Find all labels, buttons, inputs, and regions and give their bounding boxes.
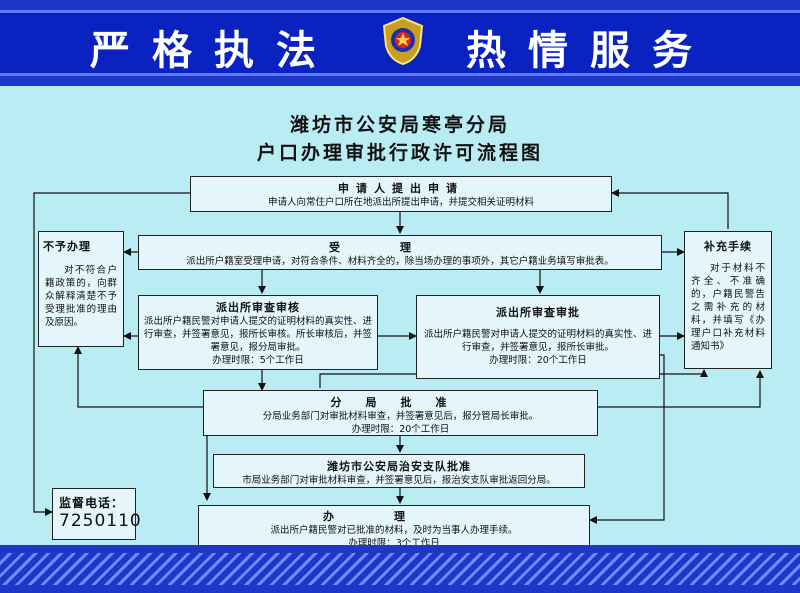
node-review-text: 派出所户籍民警对申请人提交的证明材料的真实性、进行审查，并签署意见，报所长审核。… xyxy=(143,316,372,353)
node-supplement-text: 对于材料不齐全、不准确的，户籍民警告之需补充的材料，并填写《办理户口补充材料通知… xyxy=(691,263,765,352)
node-accept-text: 派出所户籍室受理申请，对符合条件、材料齐全的，除当场办理的事项外，其它户籍业务填… xyxy=(186,256,614,267)
node-branch-time: 办理时限：20个工作日 xyxy=(351,424,450,435)
node-apply-heading: 申请人提出申请 xyxy=(338,182,464,195)
arrow-branch-supplement xyxy=(598,370,764,408)
hotline-number: 7250110 xyxy=(59,511,142,531)
node-handle-time: 办理时限：3个工作日 xyxy=(348,538,440,549)
node-detachment-text: 市局业务部门对审批材料审查，并签署意见后，报治安支队审批返回分局。 xyxy=(242,475,556,486)
arrow-supplement-apply xyxy=(611,189,729,229)
node-review: 派出所审查审核 派出所户籍民警对申请人提交的证明材料的真实性、进行审查，并签署意… xyxy=(138,295,378,370)
supervision-hotline: 监督电话： 7250110 xyxy=(52,488,142,540)
slogan-right: 热情服务 xyxy=(466,28,714,74)
node-apply: 申请人提出申请 申请人向常住户口所在地派出所提出申请，并提交相关证明材料 xyxy=(190,176,612,212)
node-approve-heading: 派出所审查审批 xyxy=(496,306,580,319)
node-apply-text: 申请人向常住户口所在地派出所提出申请，并提交相关证明材料 xyxy=(267,197,534,208)
node-approve-text: 派出所户籍民警对申请人提交的证明材料的真实性、进行审查，并签署意见，报所长审批。 xyxy=(423,329,652,353)
node-reject-heading: 不予办理 xyxy=(43,240,91,253)
node-supplement-heading: 补充手续 xyxy=(704,240,752,253)
node-reject: 不予办理 对不符合户籍政策的，向群众解释清楚不予受理批准的理由及原因。 xyxy=(38,231,124,347)
node-supplement: 补充手续 对于材料不齐全、不准确的，户籍民警告之需补充的材料，并填写《办理户口补… xyxy=(684,231,772,369)
bottom-banner xyxy=(0,545,800,593)
bottom-stripe xyxy=(0,553,800,585)
node-branch: 分局批准 分局业务部门对审批材料审查，并签署意见后，报分管局长审批。 办理时限：… xyxy=(203,390,598,436)
node-approve-time: 办理时限：20个工作日 xyxy=(489,355,587,366)
node-review-heading: 派出所审查审核 xyxy=(216,301,300,314)
arrow-approve-handle xyxy=(589,354,665,524)
node-branch-text: 分局业务部门对审批材料审查，并签署意见后，报分管局长审批。 xyxy=(262,411,539,422)
top-banner: 严格执法 热情服务 xyxy=(0,0,800,86)
node-review-time: 办理时限：5个工作日 xyxy=(212,355,304,366)
node-handle: 办理 派出所户籍民警对已批准的材料，及时为当事人办理手续。 办理时限：3个工作日 xyxy=(198,505,590,549)
title-line2: 户口办理审批行政许可流程图 xyxy=(256,142,543,164)
arrow-branch-reject xyxy=(74,346,203,408)
hotline-label: 监督电话： xyxy=(59,496,125,510)
node-handle-text: 派出所户籍民警对已批准的材料，及时为当事人办理手续。 xyxy=(270,525,518,536)
node-reject-text: 对不符合户籍政策的，向群众解释清楚不予受理批准的理由及原因。 xyxy=(45,265,117,328)
node-branch-heading: 分局批准 xyxy=(330,396,471,409)
node-handle-heading: 办理 xyxy=(323,510,465,523)
node-accept: 受理 派出所户籍室受理申请，对符合条件、材料齐全的，除当场办理的事项外，其它户籍… xyxy=(138,235,662,270)
node-detachment-heading: 潍坊市公安局治安支队批准 xyxy=(327,460,471,473)
title-line1: 潍坊市公安局寒亭分局 xyxy=(289,114,510,136)
node-accept-heading: 受理 xyxy=(329,241,471,254)
node-detachment: 潍坊市公安局治安支队批准 市局业务部门对审批材料审查，并签署意见后，报治安支队审… xyxy=(213,454,585,488)
slogan-left: 严格执法 xyxy=(90,28,338,74)
police-emblem-icon xyxy=(382,16,424,66)
node-approve: 派出所审查审批 派出所户籍民警对申请人提交的证明材料的真实性、进行审查，并签署意… xyxy=(416,295,660,379)
arrow-apply-hotline xyxy=(33,192,190,516)
